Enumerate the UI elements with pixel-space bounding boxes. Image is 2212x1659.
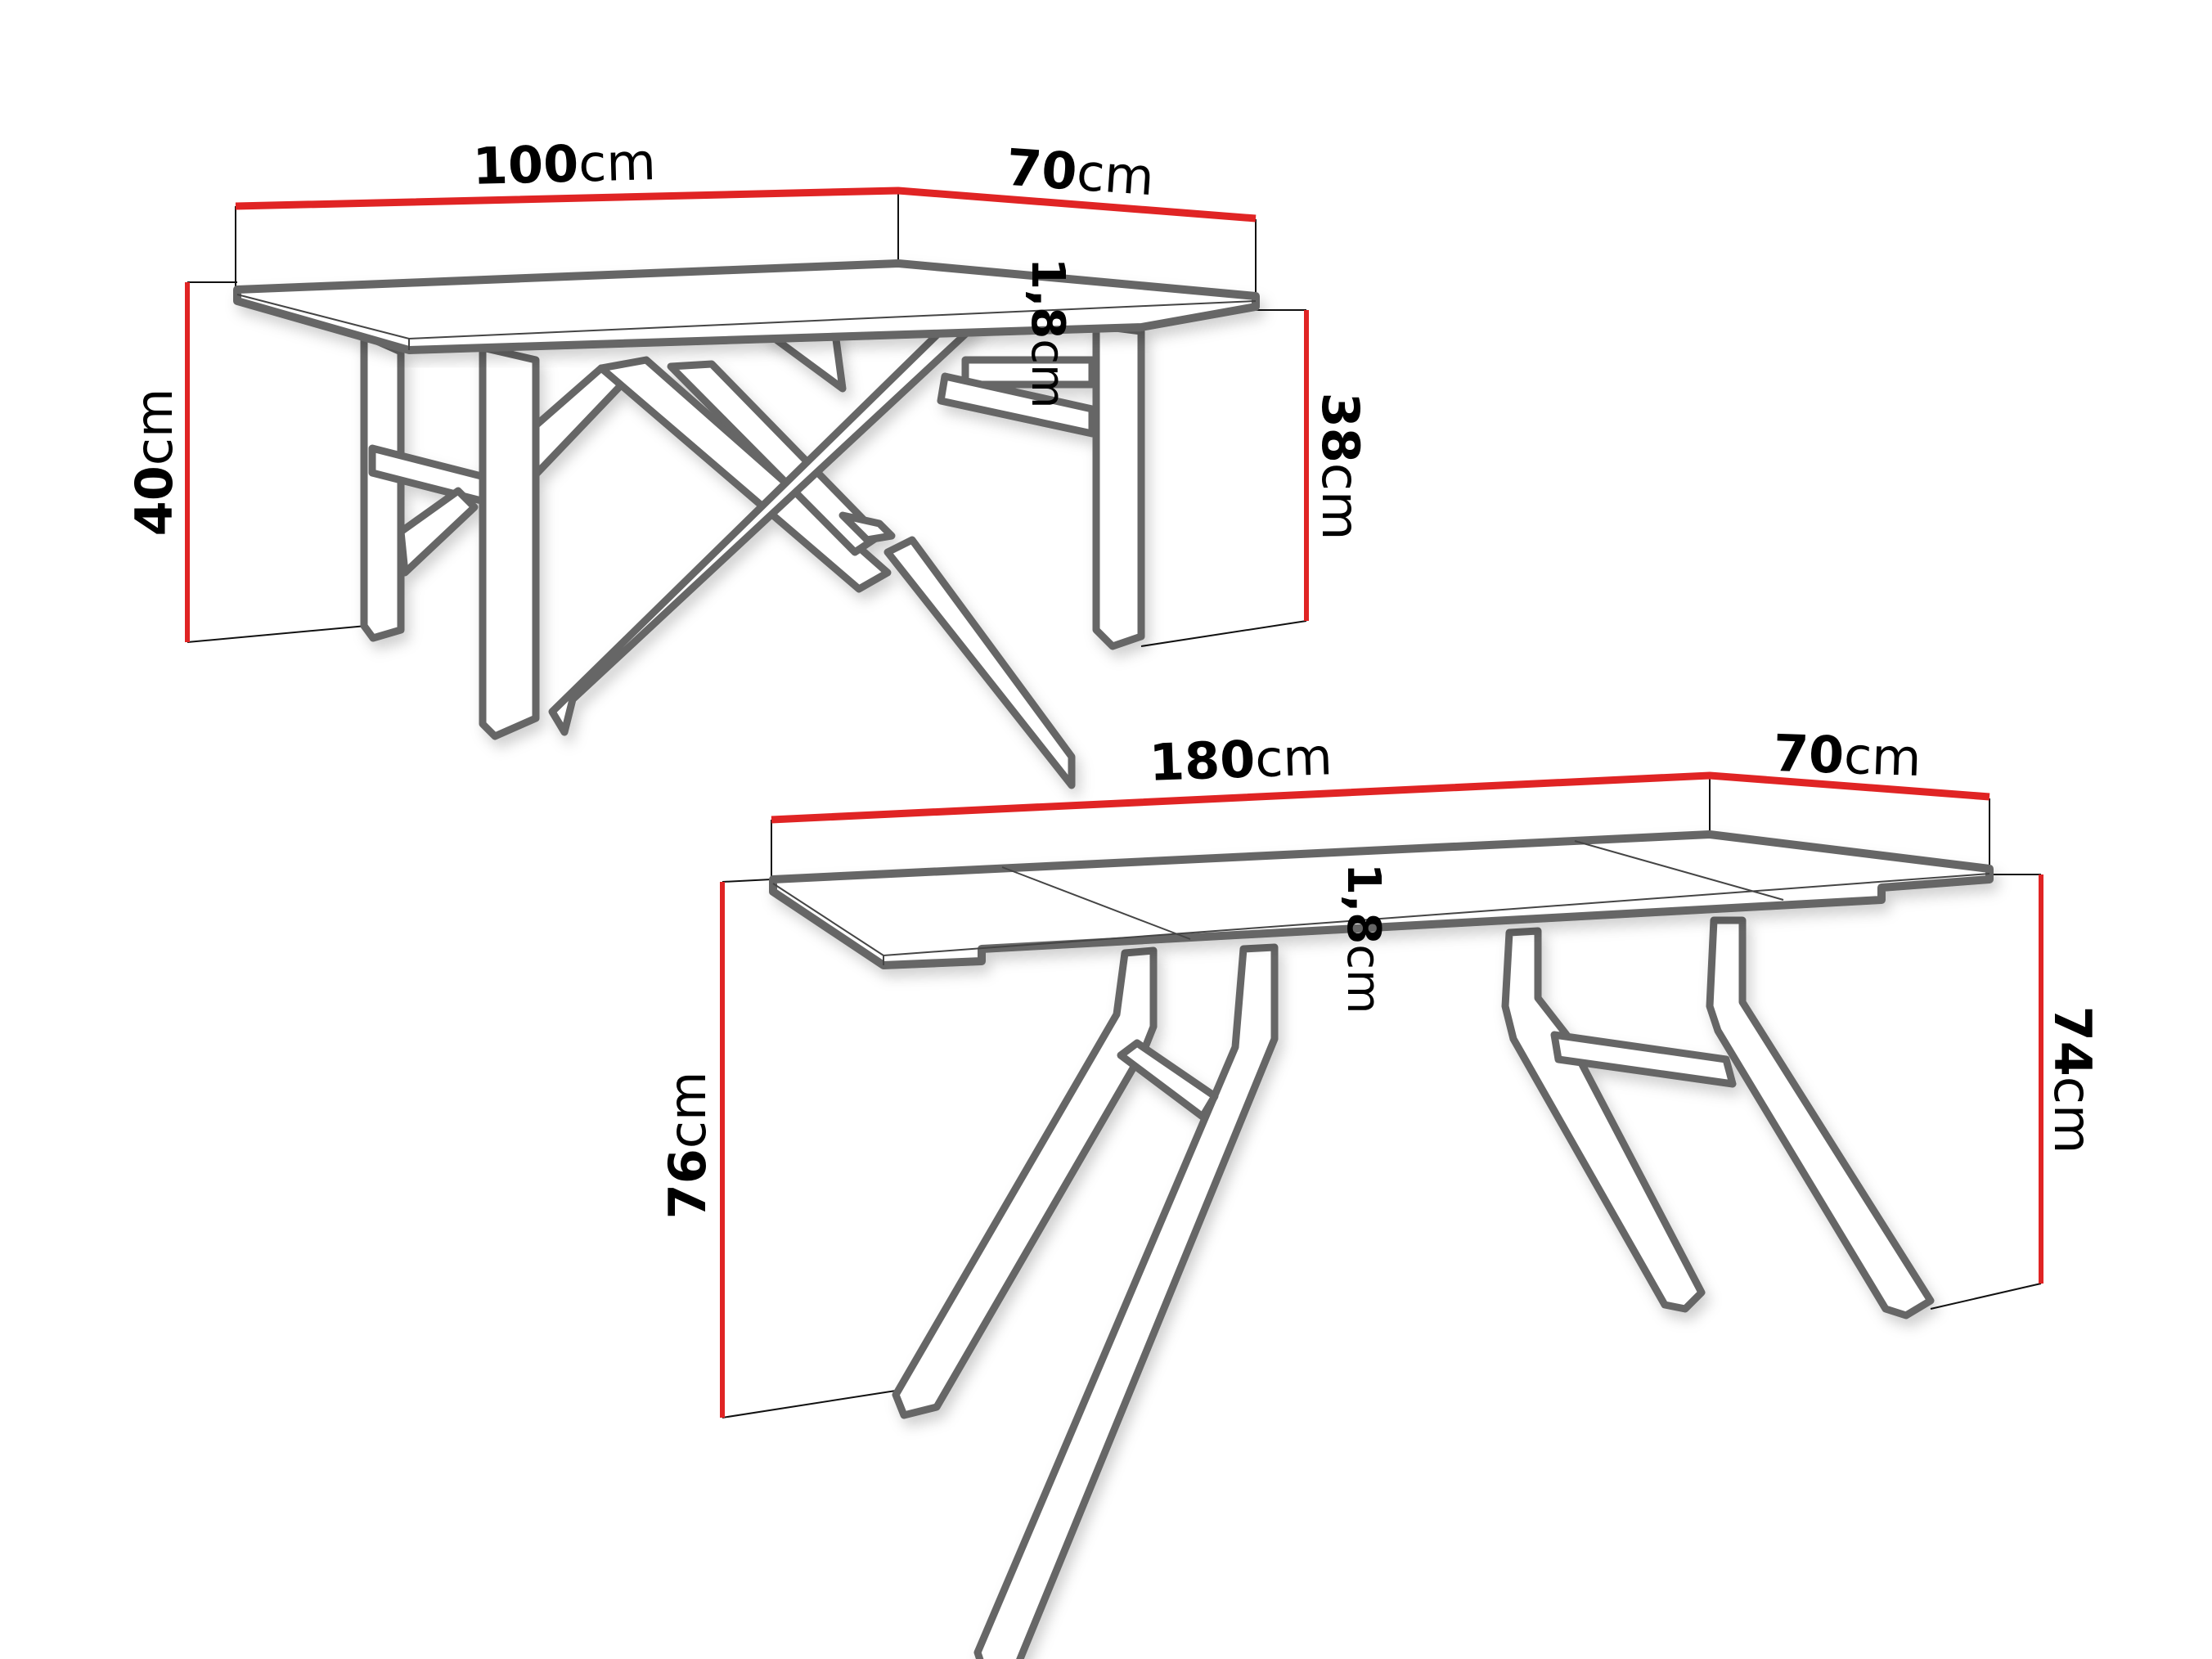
coffee-table-drawing: 100cm 70cm 1,8cm 40cm 38cm bbox=[124, 132, 1370, 789]
dining-table-legs bbox=[892, 916, 1935, 1659]
coffee-table-length-dimension-line bbox=[235, 187, 1257, 223]
dining-table-width-label: 70cm bbox=[1773, 723, 1922, 788]
dining-table-length-dimension-line bbox=[771, 771, 1990, 824]
extension-leaf-seam-left bbox=[1001, 866, 1191, 940]
coffee-table-front-height-label: 40cm bbox=[124, 389, 184, 537]
coffee-table-length-label: 100cm bbox=[472, 132, 657, 196]
extension-leaf-seam-right bbox=[1574, 840, 1784, 901]
coffee-table-extension-lines bbox=[187, 192, 1307, 647]
dining-table-top bbox=[769, 830, 1994, 969]
coffee-table-top bbox=[233, 259, 1260, 354]
dining-table-thickness-label: 1,8cm bbox=[1337, 863, 1390, 1014]
dining-table-length-label: 180cm bbox=[1149, 726, 1333, 793]
dining-table-back-height-label: 74cm bbox=[2043, 1006, 2102, 1154]
coffee-table-width-label: 70cm bbox=[1005, 137, 1156, 207]
dining-table-front-height-label: 76cm bbox=[658, 1072, 717, 1220]
coffee-table-thickness-label: 1,8cm bbox=[1021, 258, 1074, 409]
dining-table-drawing: 180cm 70cm 1,8cm 76cm 74cm bbox=[658, 723, 2102, 1659]
coffee-table-back-height-label: 38cm bbox=[1311, 393, 1370, 541]
